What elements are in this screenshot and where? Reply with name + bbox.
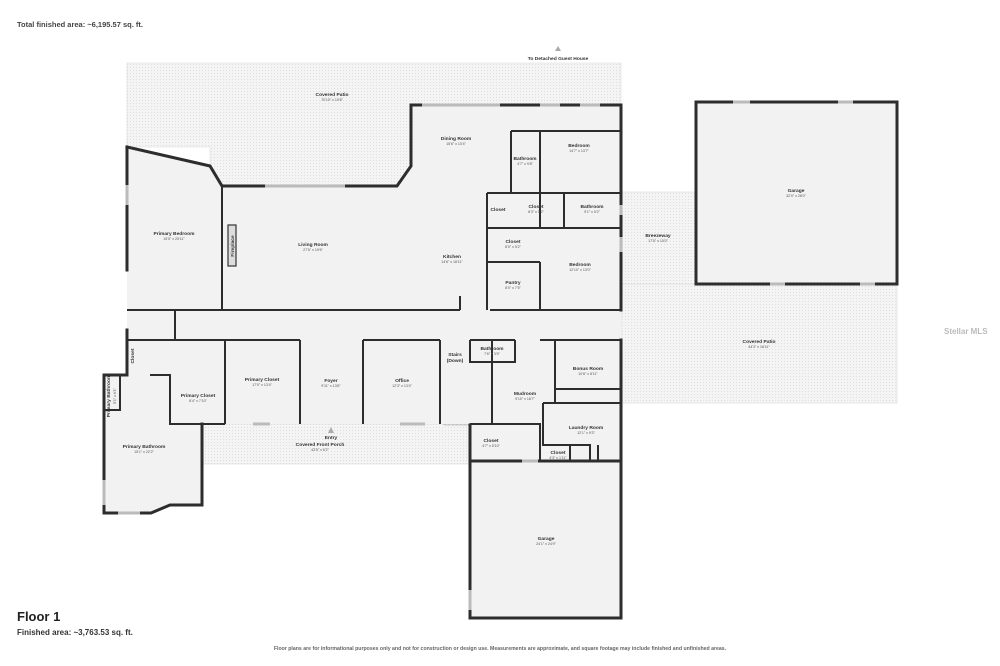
closet-left-label: Closet bbox=[130, 348, 136, 363]
interior-walls bbox=[104, 130, 621, 461]
stairs-label: Stairs bbox=[448, 352, 462, 358]
bathroom-mid-dims: 9'1" x 5'2" bbox=[584, 210, 600, 214]
closet-laundry-dims: 4'3" x 1'11" bbox=[549, 456, 567, 460]
primary-closet-small-label: Primary Closet bbox=[181, 393, 216, 399]
closet-upper-mid-label: Closet bbox=[529, 204, 544, 210]
bathroom-small-label: Bathroom bbox=[480, 346, 504, 352]
primary-bedroom-dims: 15'5" x 25'11" bbox=[163, 237, 185, 241]
kitchen-label: Kitchen bbox=[443, 254, 461, 260]
breezeway-label: Breezeway bbox=[645, 233, 671, 239]
living-room-label: Living Room bbox=[298, 242, 328, 248]
breezeway-dims: 17'5" x 15'0" bbox=[648, 239, 668, 243]
primary-bathroom-label: Primary Bathroom bbox=[123, 444, 166, 450]
garage-bottom-area bbox=[470, 461, 621, 618]
closet-garage-dims: 4'7" x 5'10" bbox=[482, 444, 500, 448]
entry-arrow-icon bbox=[328, 427, 334, 433]
mudroom-dims: 9'10" x 18'7" bbox=[515, 397, 535, 401]
fireplace-box bbox=[227, 224, 237, 267]
dining-room-label: Dining Room bbox=[441, 136, 472, 142]
pantry-label: Pantry bbox=[505, 280, 521, 286]
laundry-room-label: Laundry Room bbox=[569, 425, 604, 431]
closet-laundry-label: Closet bbox=[551, 450, 566, 456]
bathroom-small-dims: 7'6" x 3'5" bbox=[484, 352, 500, 356]
primary-bath-small-label: Primary Bathroom bbox=[106, 374, 112, 417]
garage-right-walls bbox=[694, 100, 899, 286]
covered-patio-right-area bbox=[620, 283, 898, 404]
garage-bottom-label: Garage bbox=[538, 536, 555, 542]
guest-house-arrow-icon bbox=[555, 46, 561, 51]
floor-finished-area: Finished area: ~3,763.53 sq. ft. bbox=[17, 628, 133, 637]
foyer-label: Foyer bbox=[324, 378, 337, 384]
bonus-room-dims: 10'6" x 8'11" bbox=[578, 372, 598, 376]
closet-small-a-label: Closet bbox=[491, 207, 506, 213]
office-dims: 12'3" x 13'4" bbox=[392, 384, 412, 388]
breezeway-area bbox=[620, 191, 697, 285]
fireplace-label: Fireplace bbox=[230, 235, 236, 257]
kitchen-dims: 14'6" x 18'11" bbox=[441, 260, 463, 264]
living-room-dims: 27'6" x 19'6" bbox=[303, 248, 323, 252]
laundry-room-dims: 12'1" x 9'3" bbox=[577, 431, 595, 435]
closet-upper-mid-dims: 8'3" x 5'2" bbox=[528, 210, 544, 214]
floor-title: Floor 1 bbox=[17, 609, 61, 624]
primary-closet-small-dims: 8'4" x 7'10" bbox=[189, 399, 207, 403]
bedroom-lower-label: Bedroom bbox=[569, 262, 591, 268]
bonus-room-label: Bonus Room bbox=[573, 366, 604, 372]
covered-patio-top-dims: 70'10" x 19'8" bbox=[321, 98, 343, 102]
closet-mid-dims: 8'0" x 5'2" bbox=[505, 245, 521, 249]
stairs-sub: (Down) bbox=[447, 358, 464, 364]
bathroom-upper-dims: 4'7" x 9'8" bbox=[517, 162, 533, 166]
entry-label: Entry bbox=[325, 435, 338, 441]
bathroom-mid-label: Bathroom bbox=[580, 204, 604, 210]
bedroom-upper-dims: 14'7" x 13'7" bbox=[569, 149, 589, 153]
bedroom-lower-dims: 12'10" x 13'0" bbox=[569, 268, 591, 272]
to-guest-house-label: To Detached Guest House bbox=[528, 56, 589, 62]
bedroom-upper-label: Bedroom bbox=[568, 143, 590, 149]
primary-bedroom-label: Primary Bedroom bbox=[153, 231, 195, 237]
garage-right-label: Garage bbox=[788, 188, 805, 194]
mudroom-label: Mudroom bbox=[514, 391, 537, 397]
windows bbox=[102, 100, 875, 610]
primary-bathroom-dims: 15'1" x 22'2" bbox=[134, 450, 154, 454]
primary-closet-label: Primary Closet bbox=[245, 377, 280, 383]
garage-bottom-walls bbox=[468, 459, 623, 620]
pantry-dims: 8'0" x 7'5" bbox=[505, 286, 521, 290]
covered-patio-right-label: Covered Patio bbox=[743, 339, 776, 345]
bathroom-upper-label: Bathroom bbox=[513, 156, 537, 162]
garage-bottom-dims: 24'1" x 24'9" bbox=[536, 542, 556, 546]
covered-patio-right-dims: 44'3" x 16'11" bbox=[748, 345, 770, 349]
disclaimer: Floor plans are for informational purpos… bbox=[273, 646, 727, 652]
garage-right-dims: 32'0" x 28'0" bbox=[786, 194, 806, 198]
primary-bath-small-dims: 5'1" x 6'1" bbox=[113, 387, 117, 403]
closet-garage-label: Closet bbox=[484, 438, 499, 444]
covered-front-porch-label: Covered Front Porch bbox=[296, 442, 345, 448]
garage-right-area bbox=[696, 102, 897, 284]
primary-closet-dims: 17'0" x 13'4" bbox=[252, 383, 272, 387]
foyer-dims: 9'11" x 13'6" bbox=[321, 384, 341, 388]
watermark: Stellar MLS bbox=[944, 327, 988, 336]
covered-front-porch-dims: 43'5" x 6'2" bbox=[311, 448, 329, 452]
covered-patio-top-label: Covered Patio bbox=[316, 92, 349, 98]
dining-room-dims: 15'6" x 10'4" bbox=[446, 142, 466, 146]
office-label: Office bbox=[395, 378, 409, 384]
total-finished-area: Total finished area: ~6,195.57 sq. ft. bbox=[17, 20, 143, 29]
closet-mid-label: Closet bbox=[506, 239, 521, 245]
